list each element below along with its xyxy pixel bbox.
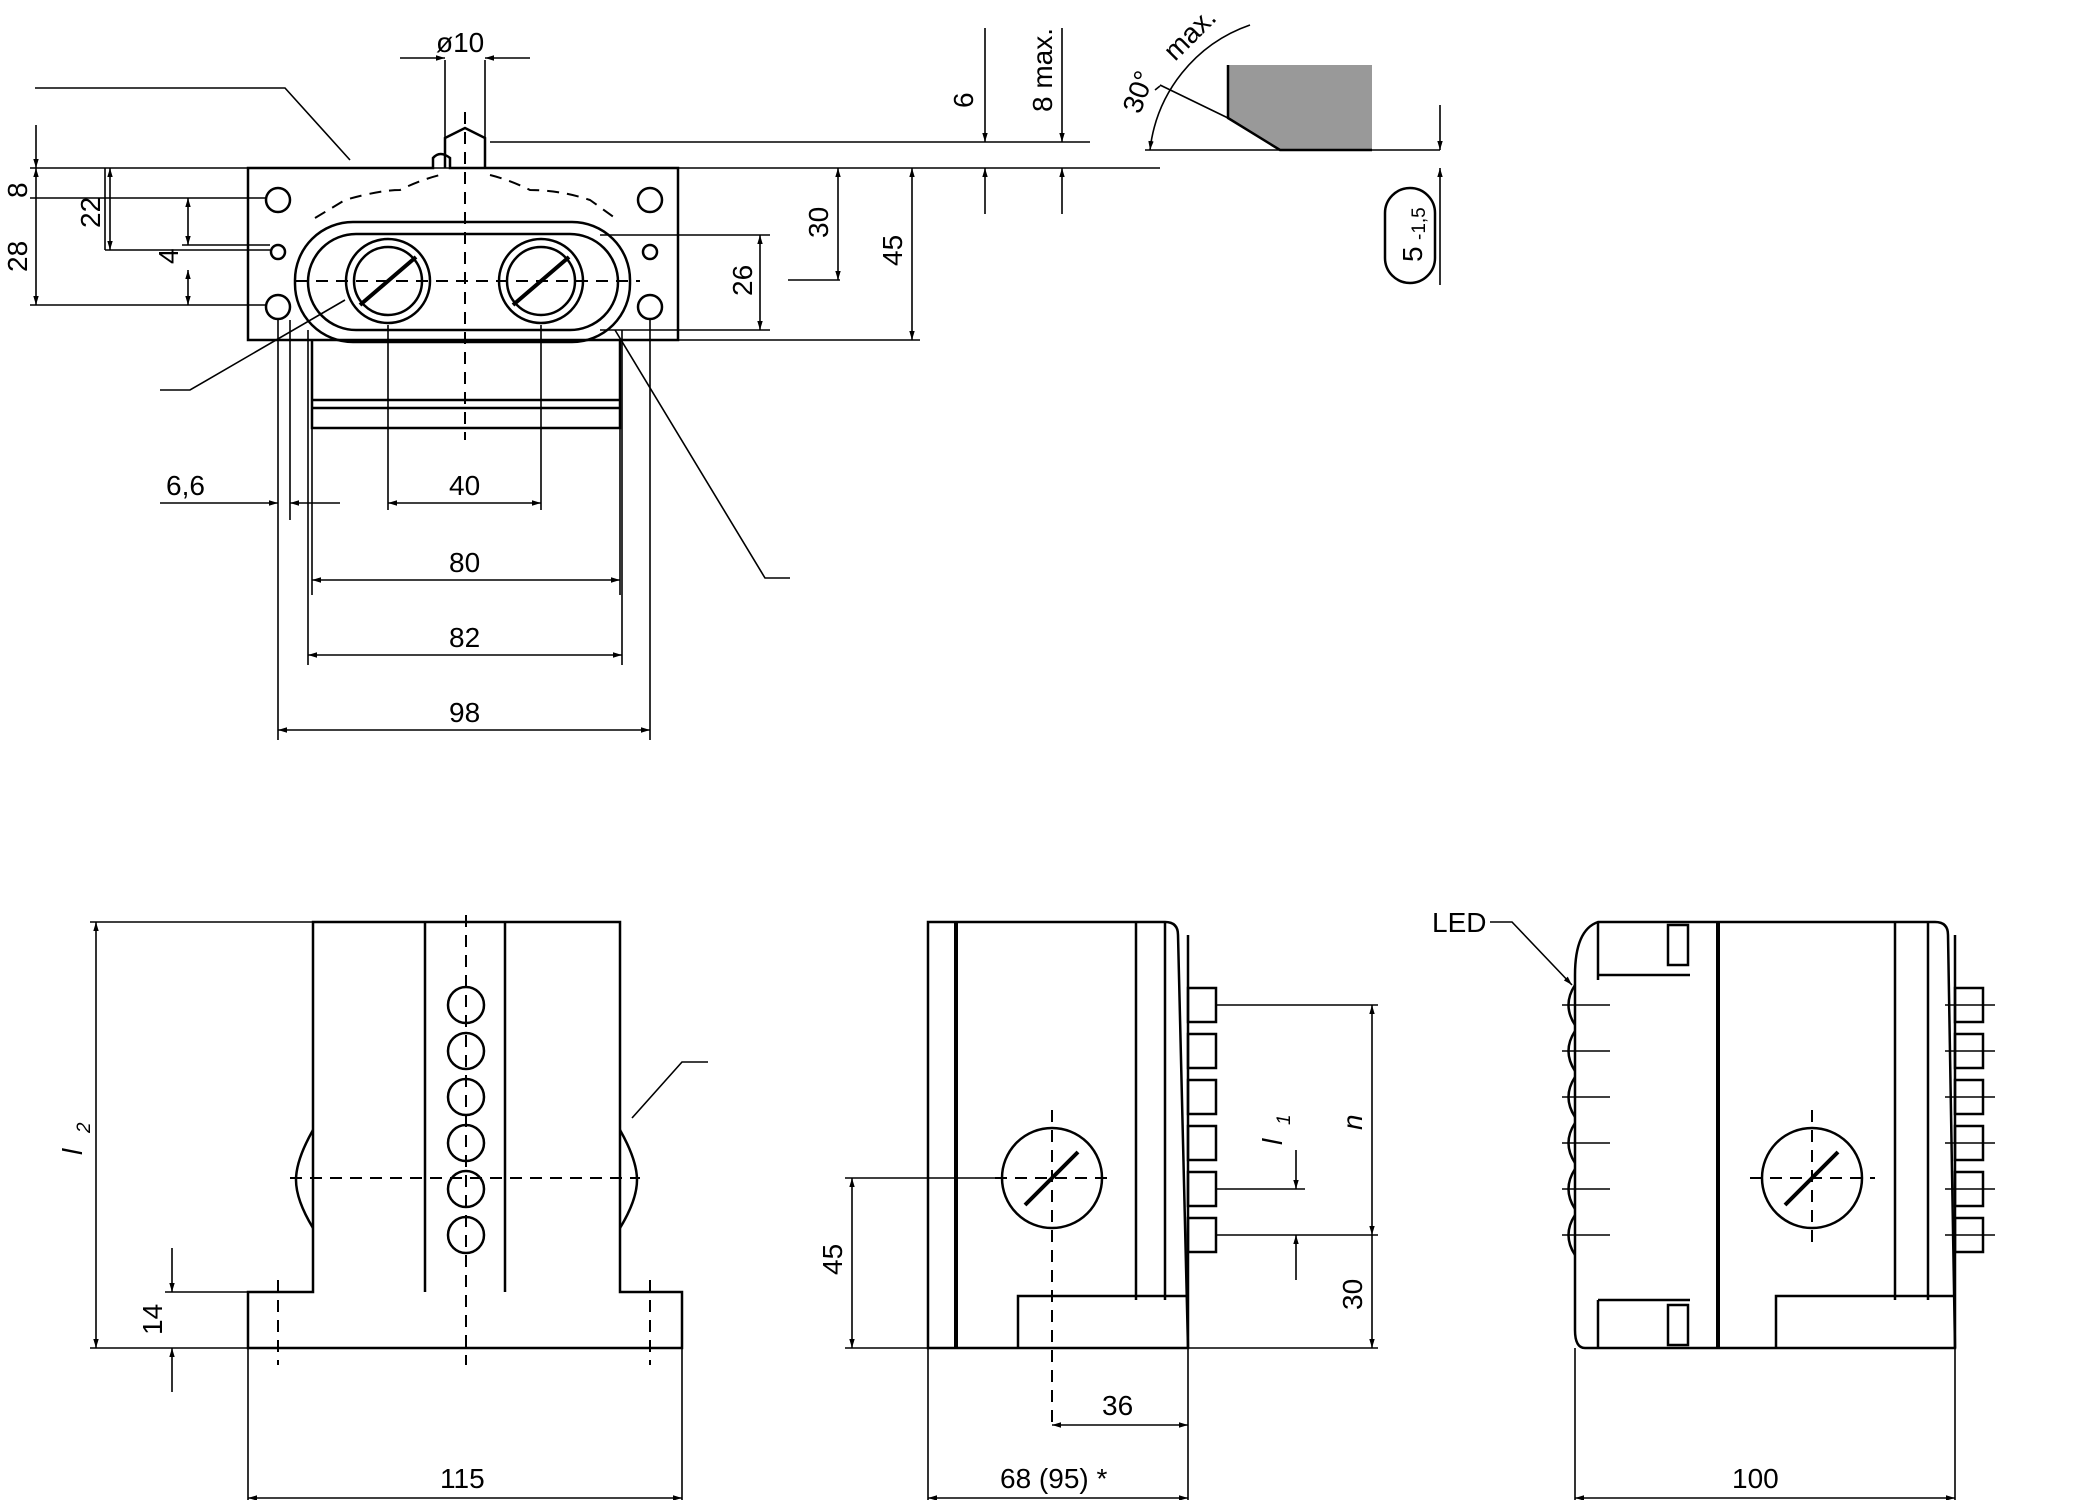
slot-symbol: [1383, 186, 1437, 285]
top-view: ø10 8 28 22 4 26 30 45 6 8 max. 30° max.…: [2, 1, 1443, 740]
dim-40: 40: [449, 470, 480, 501]
top-dimensions: [33, 28, 1443, 733]
dim-80: 80: [449, 547, 480, 578]
dim-30: 30: [803, 207, 834, 238]
side-dimensions: [845, 1004, 1378, 1500]
dim-115: 115: [440, 1463, 485, 1494]
dim-n: n: [1337, 1114, 1368, 1130]
dim-l2-subscript: 2: [74, 1122, 95, 1134]
side-terminal-blocks: [1186, 986, 1218, 1254]
dim-82: 82: [449, 622, 480, 653]
dim-28: 28: [2, 241, 33, 272]
rear-terminal-blocks: [1953, 986, 1985, 1254]
dim-14: 14: [137, 1304, 168, 1335]
dim-diameter: ø10: [436, 27, 484, 58]
rear-view: LED 100: [1432, 907, 1995, 1500]
rear-body: [1573, 920, 1957, 1350]
dim-30deg: 30°: [1117, 67, 1161, 117]
front-terminal-strip: [423, 922, 507, 1292]
dim-max: max.: [1157, 1, 1222, 66]
dim-30: 30: [1337, 1279, 1368, 1310]
front-base: [246, 920, 684, 1350]
dim-36: 36: [1102, 1390, 1133, 1421]
label-led: LED: [1432, 907, 1486, 938]
dim-6-6: 6,6: [166, 470, 205, 501]
front-view: l 2 14 115: [57, 915, 708, 1500]
dim-l2: l: [57, 1148, 88, 1155]
dim-l1: l: [1257, 1138, 1288, 1145]
front-dimensions: [90, 921, 708, 1500]
top-leader-lines: [35, 87, 790, 579]
dim-98: 98: [449, 697, 480, 728]
oval-housing-outer: [293, 220, 632, 344]
front-led-left: [294, 1129, 315, 1229]
dim-8max: 8 max.: [1027, 28, 1058, 112]
dim-100: 100: [1732, 1463, 1779, 1494]
dim-5-tolerance: -1,5: [1409, 207, 1430, 240]
dim-22: 22: [75, 197, 106, 228]
flange-plate: [246, 152, 680, 342]
side-view: 45 l 1 n 30 36 68 (95) *: [817, 920, 1378, 1500]
mounting-holes: [264, 186, 664, 321]
rear-dimensions: [1490, 921, 1956, 1500]
dim-68: 68 (95) *: [1000, 1463, 1107, 1494]
dim-l1-subscript: 1: [1274, 1114, 1295, 1125]
approach-detail: [1145, 24, 1440, 152]
dim-45: 45: [817, 1244, 848, 1275]
dim-26: 26: [727, 265, 758, 296]
dim-5: 5: [1397, 246, 1428, 262]
side-body: [926, 920, 1190, 1350]
dim-4: 4: [153, 248, 184, 264]
dim-8: 8: [2, 182, 33, 198]
front-led-right: [618, 1129, 639, 1229]
dim-6: 6: [948, 92, 979, 108]
dim-45: 45: [877, 235, 908, 266]
hidden-body-outline: [314, 174, 616, 219]
